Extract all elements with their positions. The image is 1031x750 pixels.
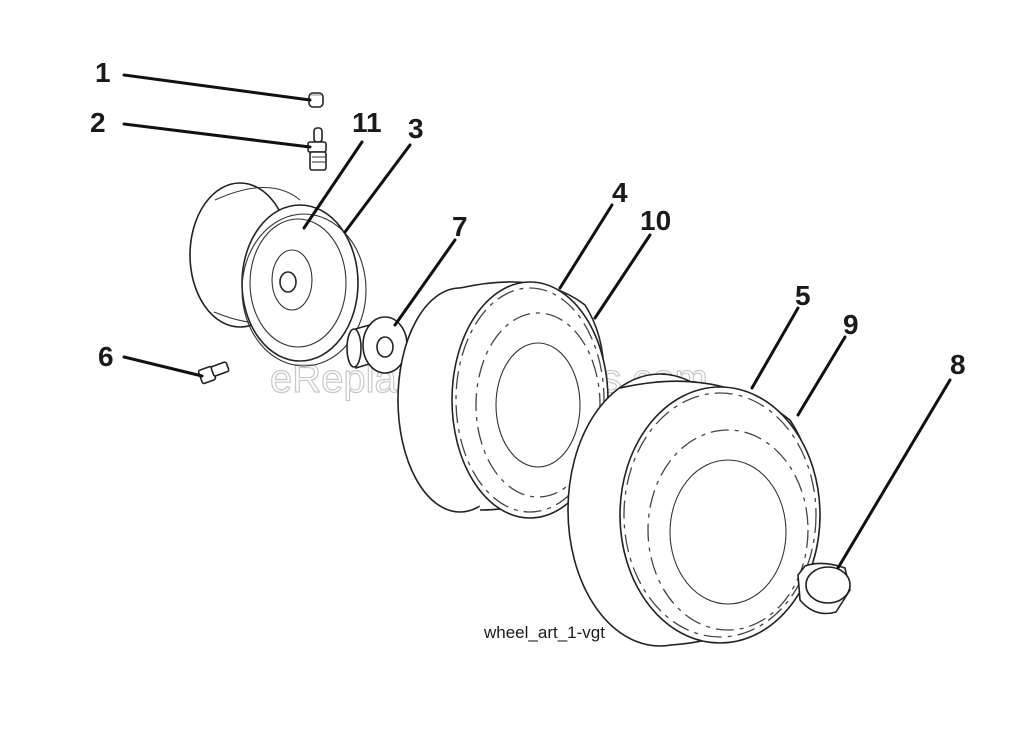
leader-8	[836, 378, 952, 570]
callout-2: 2	[90, 107, 106, 138]
callout-7: 7	[452, 211, 468, 242]
rear-tire-part	[567, 373, 821, 647]
rim-part	[189, 182, 367, 367]
callout-6: 6	[98, 341, 114, 372]
leader-6	[122, 355, 204, 378]
valve-stem-part	[307, 127, 327, 171]
front-tire-part	[397, 281, 609, 519]
leader-3	[343, 143, 412, 234]
callout-5: 5	[795, 280, 811, 311]
callout-9: 9	[843, 309, 859, 340]
leader-7	[393, 238, 457, 327]
valve-cap-part	[308, 92, 324, 108]
leader-4	[558, 203, 614, 290]
leader-10	[593, 233, 652, 320]
leader-5	[750, 306, 800, 390]
callout-4: 4	[612, 177, 628, 208]
leader-11	[302, 140, 364, 230]
grease-fitting-part	[197, 361, 230, 385]
callout-1: 1	[95, 57, 111, 88]
callout-10: 10	[640, 205, 671, 236]
hub-cap-part	[797, 562, 851, 615]
bushing-part	[346, 316, 408, 374]
diagram-caption: wheel_art_1-vgt	[483, 623, 605, 642]
leader-2	[122, 122, 312, 149]
callout-3: 3	[408, 113, 424, 144]
leader-9	[796, 335, 847, 417]
callout-11: 11	[352, 107, 382, 138]
callout-8: 8	[950, 349, 966, 380]
leader-1	[122, 73, 312, 102]
